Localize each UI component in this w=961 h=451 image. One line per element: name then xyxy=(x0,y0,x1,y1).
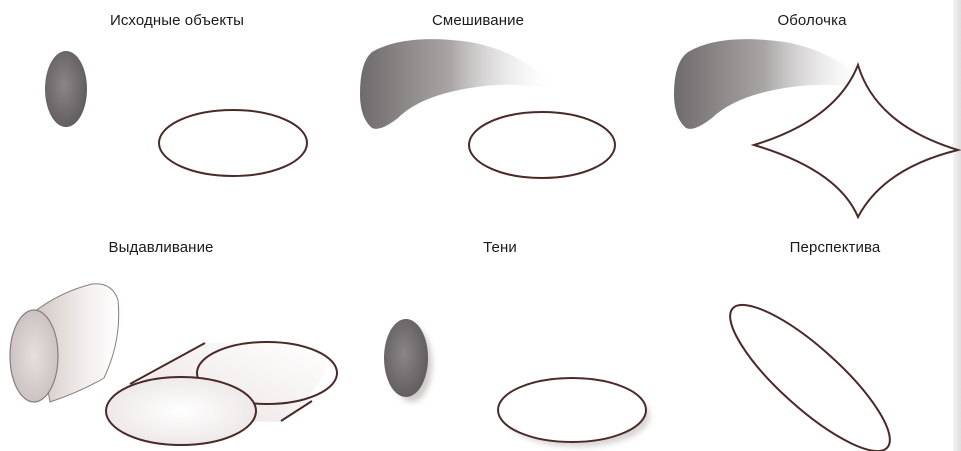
panel-extrude xyxy=(10,284,337,445)
blend-outline-ellipse xyxy=(469,112,615,178)
label-extrude: Выдавливание xyxy=(109,239,214,256)
label-blend: Смешивание xyxy=(432,12,524,29)
perspective-ellipse xyxy=(713,286,908,451)
shadow-outline-ellipse xyxy=(498,378,646,442)
panel-source-objects xyxy=(45,51,307,176)
blend-shape xyxy=(360,39,560,129)
label-source-objects: Исходные объекты xyxy=(110,12,244,29)
panel-perspective xyxy=(713,286,908,451)
source-filled-ellipse xyxy=(45,51,87,127)
source-outline-ellipse xyxy=(159,110,307,176)
panel-blend xyxy=(360,39,615,178)
label-envelope: Оболочка xyxy=(777,12,846,29)
panel-envelope xyxy=(674,39,958,217)
shadow-filled-ellipse xyxy=(384,319,428,397)
label-perspective: Перспектива xyxy=(790,239,881,256)
panel-shadows xyxy=(384,319,650,447)
extrude-big-face xyxy=(106,377,256,445)
extrude-small-face xyxy=(10,310,58,402)
label-shadows: Тени xyxy=(483,239,517,256)
